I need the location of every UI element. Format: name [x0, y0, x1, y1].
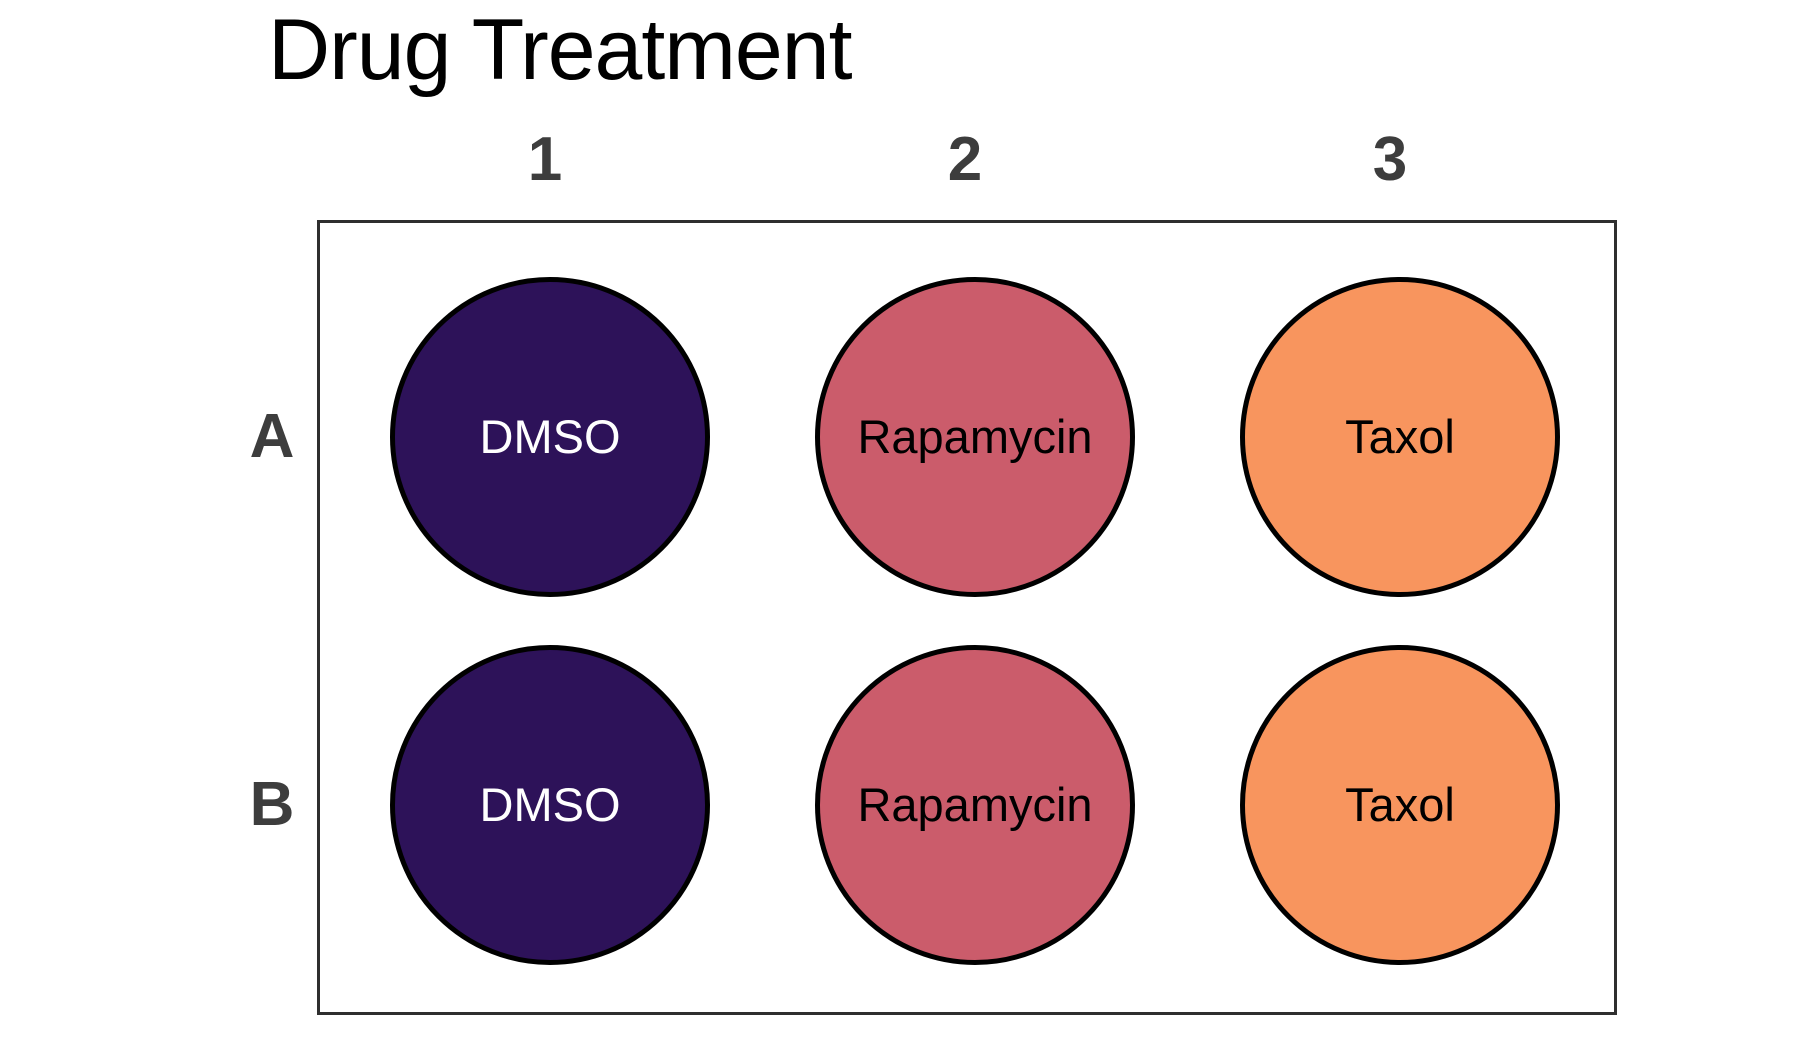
well-a1[interactable]: DMSO	[390, 277, 710, 597]
well-a3[interactable]: Taxol	[1240, 277, 1560, 597]
well-label-a2: Rapamycin	[857, 410, 1093, 463]
well-label-b2: Rapamycin	[857, 778, 1093, 831]
row-header-a: A	[249, 402, 295, 471]
row-header-b: B	[249, 770, 295, 839]
column-header-3: 3	[1372, 125, 1408, 194]
well-label-a3: Taxol	[1345, 410, 1455, 463]
well-label-a1: DMSO	[479, 410, 621, 463]
well-b3[interactable]: Taxol	[1240, 645, 1560, 965]
well-b2[interactable]: Rapamycin	[815, 645, 1135, 965]
page-title: Drug Treatment	[268, 2, 852, 98]
plate-outline	[317, 220, 1617, 1015]
column-header-2: 2	[947, 125, 983, 194]
well-a2[interactable]: Rapamycin	[815, 277, 1135, 597]
well-label-b1: DMSO	[479, 778, 621, 831]
column-header-1: 1	[527, 125, 563, 194]
well-b1[interactable]: DMSO	[390, 645, 710, 965]
well-label-b3: Taxol	[1345, 778, 1455, 831]
